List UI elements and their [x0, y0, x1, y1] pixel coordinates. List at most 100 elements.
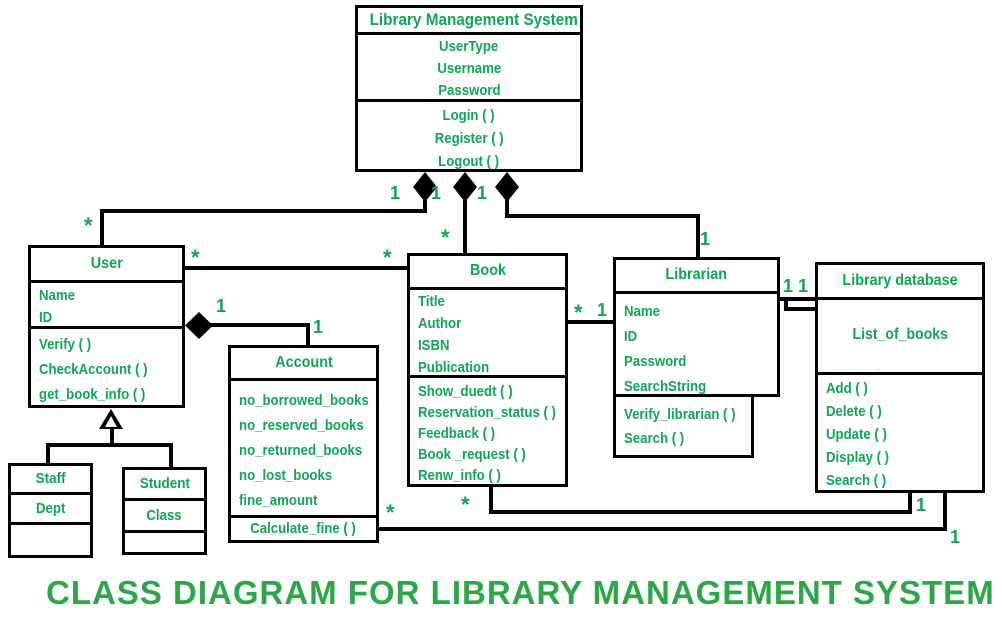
attribute-row: Name [624, 303, 660, 320]
composition-diamond-icon [185, 312, 213, 339]
class-box-library-management-system: Library Management System UserType Usern… [355, 5, 583, 172]
attributes-compartment: no_borrowed_books no_reserved_books no_r… [231, 378, 376, 515]
attributes-compartment: Name ID [31, 280, 182, 326]
attribute-row: Password [624, 353, 687, 370]
generalization-arrow-inner [105, 416, 117, 427]
attribute-row: SearchString [624, 378, 707, 394]
connector-line [169, 443, 173, 469]
attribute-row: no_borrowed_books [239, 392, 369, 409]
attribute-row: UserType [439, 38, 499, 55]
method-row: Reservation_status ( ) [418, 404, 556, 421]
class-title: Account [274, 354, 333, 371]
connector-line [100, 209, 104, 245]
attribute-row: Password [437, 82, 501, 99]
connector-line [378, 527, 947, 531]
methods-compartment: Verify ( ) CheckAccount ( ) get_book_inf… [31, 326, 182, 405]
method-row: Display ( ) [826, 449, 890, 466]
methods-compartment: Add ( ) Delete ( ) Update ( ) Display ( … [818, 372, 982, 490]
attribute-row: no_lost_books [239, 467, 333, 484]
multiplicity-label: 1 [783, 276, 794, 296]
class-title: Library database [842, 272, 958, 289]
methods-compartment: Verify_librarian ( ) Search ( ) [616, 397, 751, 455]
multiplicity-label: * [191, 245, 200, 270]
attribute-row: no_reserved_books [239, 417, 364, 434]
connector-line [780, 297, 815, 301]
attribute-row: Username [437, 60, 501, 77]
method-row: Add ( ) [826, 380, 868, 397]
class-box-account: Account no_borrowed_books no_reserved_bo… [228, 345, 379, 543]
method-row: Login ( ) [442, 107, 496, 124]
method-row: Verify_librarian ( ) [624, 406, 736, 423]
attribute-row: ID [624, 328, 638, 345]
connector-line [505, 214, 700, 218]
attribute-row: no_returned_books [239, 442, 363, 459]
method-row: Register ( ) [434, 130, 504, 147]
attribute-row: Author [418, 315, 462, 332]
attribute-row: ISBN [418, 337, 450, 354]
connector-line [505, 200, 509, 218]
method-row: Verify ( ) [39, 336, 92, 353]
composition-diamond-icon [495, 172, 519, 202]
class-box-student: Student Class [122, 467, 207, 555]
class-title: Staff [35, 470, 66, 487]
multiplicity-label: * [386, 500, 395, 525]
method-row: Show_duedt ( ) [418, 383, 513, 400]
method-row: Search ( ) [624, 430, 685, 447]
connector-line [110, 429, 114, 447]
attributes-compartment: List_of_books [818, 297, 982, 372]
connector-line [786, 307, 815, 311]
connector-line [568, 320, 613, 324]
attribute-row: Name [39, 287, 75, 304]
class-title: Librarian [665, 266, 728, 283]
multiplicity-label: * [383, 245, 392, 270]
multiplicity-label: * [84, 213, 93, 238]
method-row: Feedback ( ) [418, 425, 496, 442]
methods-compartment: Calculate_fine ( ) [231, 515, 376, 540]
class-box-staff: Staff Dept [8, 463, 93, 558]
attribute-row: Dept [35, 500, 66, 517]
class-box-librarian-methods: Verify_librarian ( ) Search ( ) [613, 394, 754, 458]
method-row: CheckAccount ( ) [39, 361, 148, 378]
method-row: Search ( ) [826, 472, 887, 489]
method-row: get_book_info ( ) [39, 386, 146, 403]
method-row: Calculate_fine ( ) [250, 520, 357, 537]
connector-line [784, 297, 788, 311]
composition-diamond-icon [453, 172, 477, 202]
connector-line [696, 214, 700, 260]
class-title: Book [469, 262, 506, 279]
attribute-row: Title [418, 293, 445, 310]
multiplicity-label: 1 [390, 183, 401, 203]
connector-line [185, 266, 407, 270]
connector-line [908, 491, 912, 514]
class-box-book: Book Title Author ISBN Publication Show_… [407, 253, 568, 487]
multiplicity-label: 1 [700, 229, 711, 249]
multiplicity-label: 1 [216, 296, 227, 316]
connector-line [100, 209, 427, 213]
attributes-compartment: UserType Username Password [358, 32, 580, 99]
methods-compartment: Login ( ) Register ( ) Logout ( ) [358, 99, 580, 169]
attribute-row: List_of_books [852, 326, 948, 343]
class-title: Student [139, 475, 190, 492]
attribute-row: ID [39, 309, 53, 326]
method-row: Logout ( ) [438, 153, 500, 169]
connector-line [210, 323, 310, 327]
attributes-compartment: Class [125, 498, 204, 530]
multiplicity-label: * [461, 492, 470, 517]
multiplicity-label: 1 [313, 317, 324, 337]
methods-compartment [11, 522, 90, 555]
multiplicity-label: 1 [798, 276, 809, 296]
connector-line [46, 443, 50, 465]
attribute-row: fine_amount [239, 492, 318, 509]
attributes-compartment: Title Author ISBN Publication [410, 287, 565, 375]
multiplicity-label: 1 [431, 183, 442, 203]
multiplicity-label: 1 [597, 300, 608, 320]
attribute-row: Publication [418, 359, 490, 375]
multiplicity-label: * [574, 300, 583, 325]
attributes-compartment: Dept [11, 492, 90, 522]
class-title: User [90, 255, 123, 272]
connector-line [463, 200, 467, 253]
connector-line [489, 510, 912, 514]
connector-line [46, 443, 173, 447]
attributes-compartment: Name ID Password SearchString [616, 291, 777, 394]
method-row: Book _request ( ) [418, 446, 526, 463]
